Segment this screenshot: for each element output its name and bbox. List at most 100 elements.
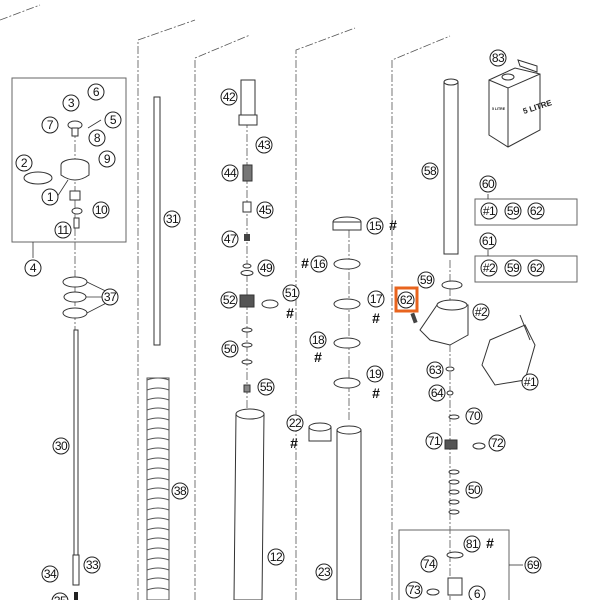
callout-23[interactable]: 23 — [315, 563, 333, 581]
callout-50-lower[interactable]: 50 — [465, 481, 483, 499]
callout-12[interactable]: 12 — [267, 548, 285, 566]
callout-44[interactable]: 44 — [221, 164, 239, 182]
callout-2[interactable]: 2 — [15, 154, 33, 172]
hash-mark: # — [372, 385, 380, 401]
svg-text:50: 50 — [468, 483, 481, 497]
svg-text:4: 4 — [30, 261, 37, 275]
svg-text:44: 44 — [224, 166, 237, 180]
svg-text:55: 55 — [260, 380, 273, 394]
callout-37[interactable]: 37 — [101, 288, 119, 306]
callout-hash-1[interactable]: #1 — [521, 373, 539, 391]
callout-49[interactable]: 49 — [257, 259, 275, 277]
callout-63[interactable]: 63 — [426, 361, 444, 379]
assembly-box-4 — [11, 77, 127, 243]
callout-11[interactable]: 11 — [54, 221, 72, 239]
callout-15[interactable]: 15 — [366, 217, 384, 235]
svg-text:10: 10 — [95, 203, 108, 217]
callout-16[interactable]: 16 — [310, 255, 328, 273]
callout-33[interactable]: 33 — [83, 556, 101, 574]
callout-17[interactable]: 17 — [367, 290, 385, 308]
callout-9[interactable]: 9 — [98, 150, 116, 168]
callout-81[interactable]: 81 — [463, 535, 481, 553]
callout-59[interactable]: 59 — [417, 271, 435, 289]
callout-73[interactable]: 73 — [405, 581, 423, 599]
callout-71[interactable]: 71 — [425, 432, 443, 450]
svg-text:58: 58 — [424, 164, 437, 178]
svg-text:74: 74 — [423, 557, 436, 571]
svg-text:64: 64 — [431, 386, 444, 400]
callout-18[interactable]: 18 — [309, 331, 327, 349]
callout-30[interactable]: 30 — [52, 437, 70, 455]
svg-text:71: 71 — [428, 434, 441, 448]
kit-60-item[interactable]: 62 — [527, 202, 545, 220]
callout-83[interactable]: 83 — [489, 49, 507, 67]
callout-10[interactable]: 10 — [92, 201, 110, 219]
svg-text:73: 73 — [408, 583, 421, 597]
callout-70[interactable]: 70 — [465, 407, 483, 425]
callout-50[interactable]: 50 — [221, 340, 239, 358]
svg-text:52: 52 — [223, 293, 236, 307]
callout-47[interactable]: 47 — [221, 230, 239, 248]
svg-text:5: 5 — [110, 113, 117, 127]
svg-text:83: 83 — [492, 51, 505, 65]
callout-58[interactable]: 58 — [421, 162, 439, 180]
svg-text:23: 23 — [318, 565, 331, 579]
svg-text:60: 60 — [482, 177, 495, 191]
hash-mark: # — [301, 255, 309, 271]
kit-60-item[interactable]: 59 — [504, 202, 522, 220]
kit-61-item[interactable]: #2 — [480, 259, 498, 277]
callout-38[interactable]: 38 — [171, 482, 189, 500]
svg-text:70: 70 — [468, 409, 481, 423]
svg-text:#1: #1 — [524, 375, 537, 389]
callout-6-lower[interactable]: 6 — [468, 585, 486, 600]
svg-text:31: 31 — [166, 212, 179, 226]
assembly-box-69 — [398, 529, 510, 600]
callout-31[interactable]: 31 — [163, 210, 181, 228]
svg-text:2: 2 — [21, 156, 28, 170]
callout-3[interactable]: 3 — [62, 94, 80, 112]
callout-60[interactable]: 60 — [479, 175, 497, 193]
svg-text:59: 59 — [420, 273, 433, 287]
callout-43[interactable]: 43 — [255, 136, 273, 154]
svg-text:#1: #1 — [483, 204, 496, 218]
callout-55[interactable]: 55 — [257, 378, 275, 396]
callout-8[interactable]: 8 — [88, 129, 106, 147]
callout-6[interactable]: 6 — [87, 83, 105, 101]
svg-text:12: 12 — [270, 550, 283, 564]
callout-1[interactable]: 1 — [41, 188, 59, 206]
svg-text:62: 62 — [530, 204, 543, 218]
oil-can-side-label: 5 LITRE — [492, 107, 506, 111]
callout-64[interactable]: 64 — [428, 384, 446, 402]
callout-19[interactable]: 19 — [366, 365, 384, 383]
callouts: 1 2 3 4 5 6 7 8 9 10 11 37 30 33 34 35 3… — [15, 49, 545, 600]
callout-7[interactable]: 7 — [41, 116, 59, 134]
callout-61[interactable]: 61 — [479, 232, 497, 250]
highlight-callout-62[interactable] — [394, 286, 419, 313]
svg-text:1: 1 — [47, 190, 54, 204]
kit-box-60 — [474, 198, 578, 226]
callout-69[interactable]: 69 — [524, 556, 542, 574]
callout-45[interactable]: 45 — [256, 201, 274, 219]
callout-51[interactable]: 51 — [282, 284, 300, 302]
callout-52[interactable]: 52 — [220, 291, 238, 309]
kit-61-item[interactable]: 62 — [527, 259, 545, 277]
svg-text:34: 34 — [44, 567, 57, 581]
callout-62[interactable]: 62 — [397, 291, 415, 309]
callout-5[interactable]: 5 — [104, 111, 122, 129]
oil-can-83: 5 LITRE 5 LITRE — [488, 59, 554, 148]
callout-42[interactable]: 42 — [220, 88, 238, 106]
callout-4[interactable]: 4 — [24, 259, 42, 277]
callout-72[interactable]: 72 — [488, 434, 506, 452]
svg-text:59: 59 — [507, 261, 520, 275]
kit-60-item[interactable]: #1 — [480, 202, 498, 220]
hash-mark: # — [286, 305, 294, 321]
callout-hash-2[interactable]: #2 — [472, 303, 490, 321]
callout-74[interactable]: 74 — [420, 555, 438, 573]
callout-34[interactable]: 34 — [41, 565, 59, 583]
spring-38 — [146, 377, 170, 600]
kit-61-item[interactable]: 59 — [504, 259, 522, 277]
svg-text:37: 37 — [104, 290, 117, 304]
callout-35[interactable]: 35 — [51, 592, 69, 600]
callout-22[interactable]: 22 — [286, 414, 304, 432]
